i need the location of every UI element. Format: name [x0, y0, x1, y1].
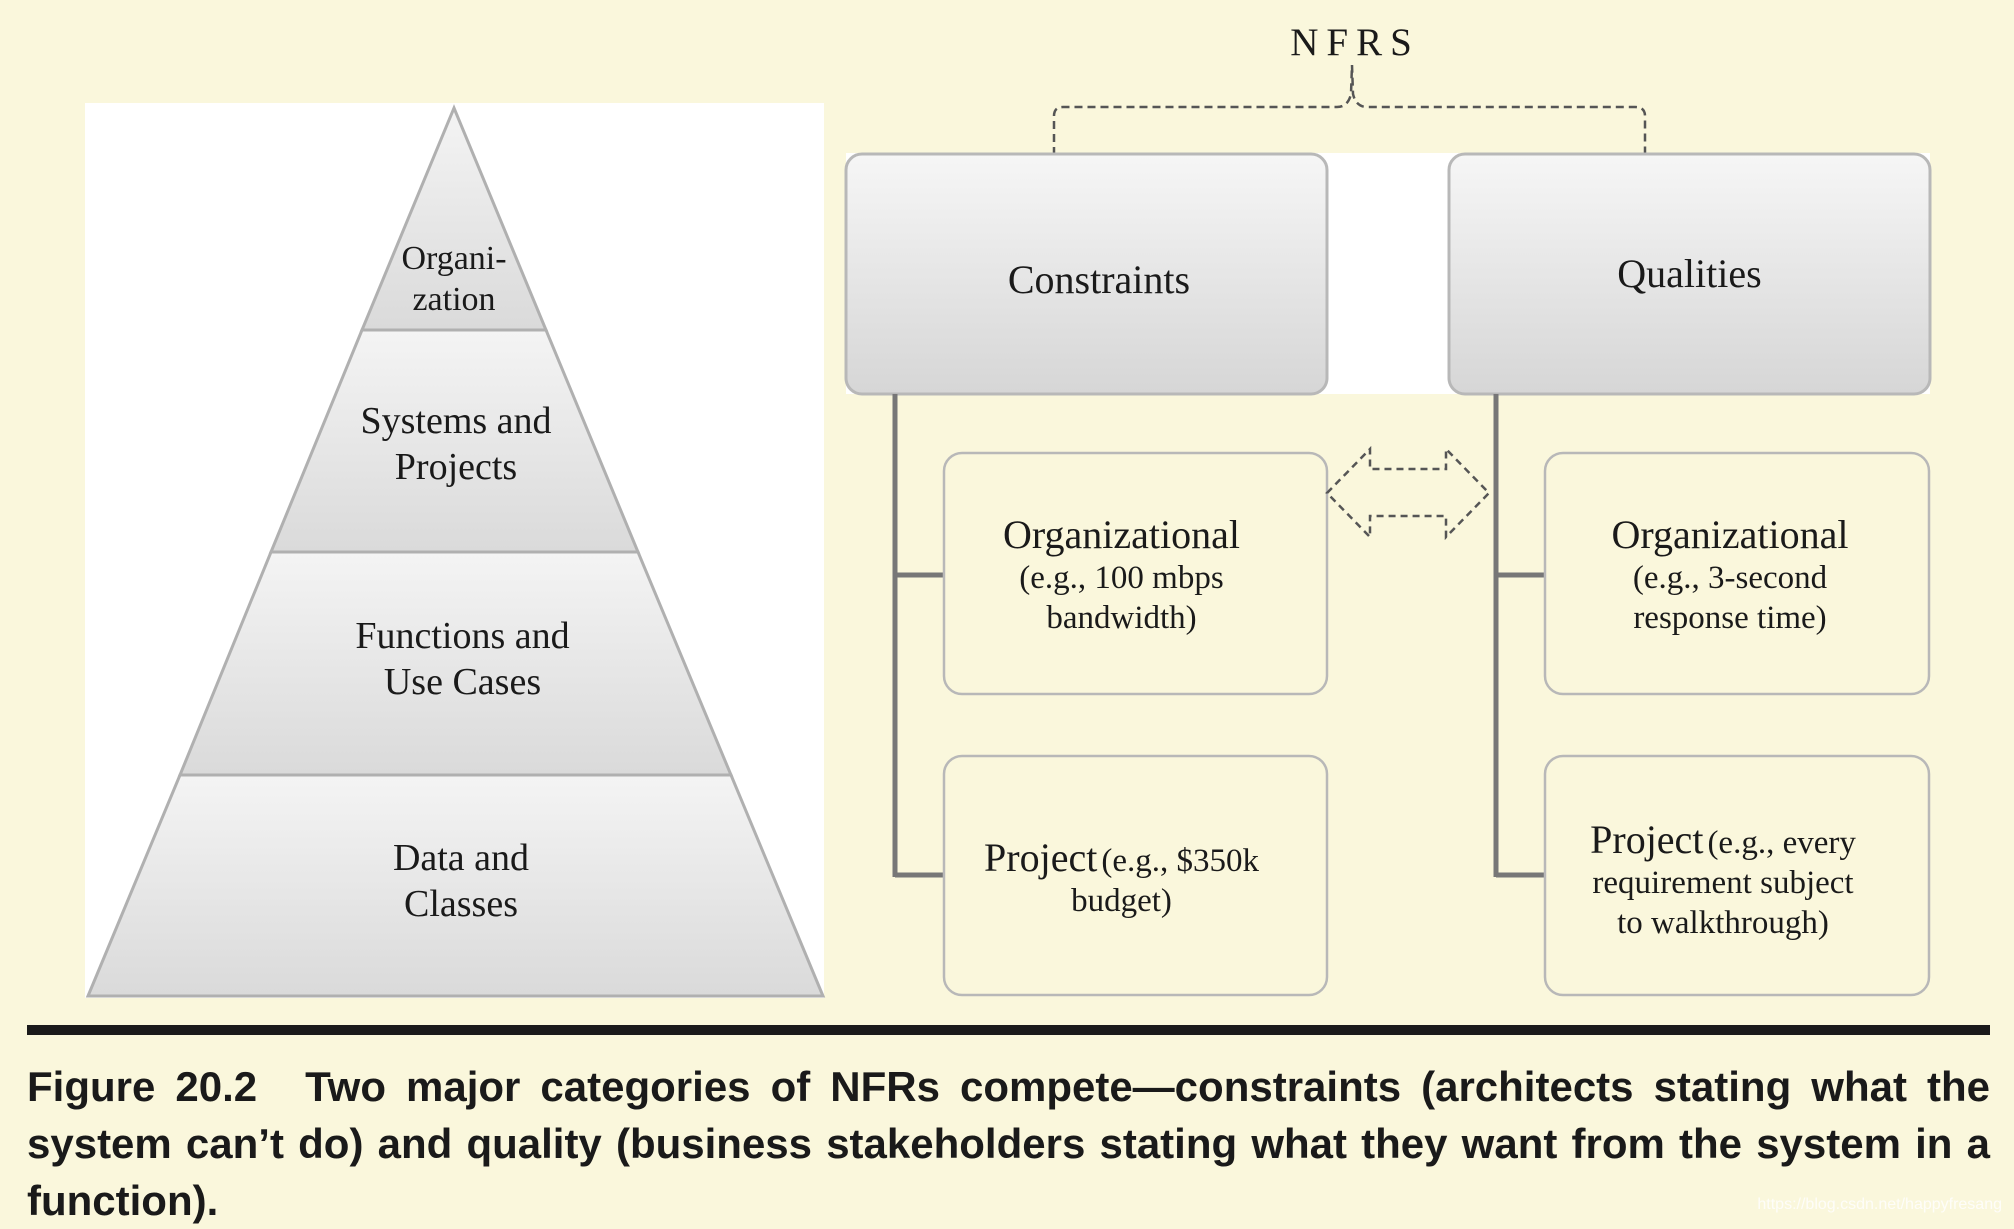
- project-detail: (e.g., every: [1707, 825, 1856, 862]
- pyramid: [85, 104, 826, 998]
- figure-label: Figure 20.2: [27, 1063, 258, 1110]
- compete-double-arrow: [1325, 445, 1491, 541]
- watermark: https://blog.csdn.net/happyfresang: [1757, 1196, 2002, 1213]
- qualities-organizational-box: [1543, 451, 1931, 696]
- constraints-box: [844, 152, 1329, 396]
- pyramid-label-functions: Functions and Use Cases: [290, 610, 635, 710]
- constraints-project-label: Project (e.g., $350k budget): [944, 828, 1299, 928]
- qualities-project-box: [1543, 754, 1931, 997]
- project-first-line: Project (e.g., every: [1590, 816, 1856, 864]
- organizational-detail: bandwidth): [1046, 600, 1197, 636]
- constraints-label-text: Constraints: [1007, 257, 1191, 302]
- constraints-connector: [892, 394, 945, 878]
- pyramid-label-line: Systems and: [360, 400, 552, 443]
- qualities-connector: [1493, 394, 1546, 878]
- qualities-box: [1447, 152, 1932, 396]
- caption-rule: [27, 1025, 1990, 1035]
- nfrs-dashed-brace: [1052, 64, 1647, 155]
- constraints-project-box: [942, 754, 1329, 997]
- constraints-organizational-label: Organizational (e.g., 100 mbps bandwidth…: [944, 505, 1299, 645]
- organizational-title: Organizational: [1611, 512, 1849, 558]
- pyramid-label-line: Data and: [392, 837, 530, 880]
- pyramid-label-line: Classes: [404, 883, 518, 925]
- pyramid-label-line: Organi-: [401, 240, 507, 278]
- pyramid-label-line: Use Cases: [383, 661, 542, 703]
- organizational-detail: (e.g., 3-second: [1632, 560, 1828, 597]
- project-detail: to walkthrough): [1617, 905, 1829, 941]
- constraints-label: Constraints: [846, 240, 1352, 320]
- project-detail: budget): [1071, 883, 1172, 920]
- qualities-label: Qualities: [1449, 234, 1930, 314]
- project-detail: (e.g., $350k: [1101, 843, 1259, 880]
- project-title: Project: [984, 835, 1098, 881]
- project-detail: requirement subject: [1592, 865, 1854, 902]
- nfrs-title: NFRS: [1250, 18, 1460, 68]
- pyramid-level-data: [85, 773, 826, 998]
- pyramid-label-line: zation: [412, 281, 496, 318]
- organizational-title: Organizational: [1003, 512, 1240, 558]
- pyramid-label-line: Projects: [394, 446, 518, 488]
- project-title: Project: [1590, 817, 1704, 863]
- pyramid-label-systems: Systems and Projects: [300, 395, 612, 495]
- pyramid-label-line: Functions and: [355, 615, 570, 658]
- organizational-detail: response time): [1633, 600, 1827, 636]
- nfrs-title-text: NFRS: [1290, 20, 1420, 64]
- pyramid-label-data: Data and Classes: [300, 832, 622, 932]
- qualities-label-text: Qualities: [1617, 251, 1762, 296]
- project-first-line: Project (e.g., $350k: [984, 834, 1259, 882]
- qualities-organizational-label: Organizational (e.g., 3-second response …: [1545, 505, 1915, 645]
- constraints-organizational-box: [942, 451, 1329, 696]
- organizational-detail: (e.g., 100 mbps: [1019, 560, 1224, 597]
- qualities-project-label: Project (e.g., every requirement subject…: [1545, 810, 1901, 950]
- pyramid-label-organization: Organi- zation: [354, 235, 554, 325]
- caption-text: Two major categories of NFRs compete—con…: [27, 1063, 1990, 1224]
